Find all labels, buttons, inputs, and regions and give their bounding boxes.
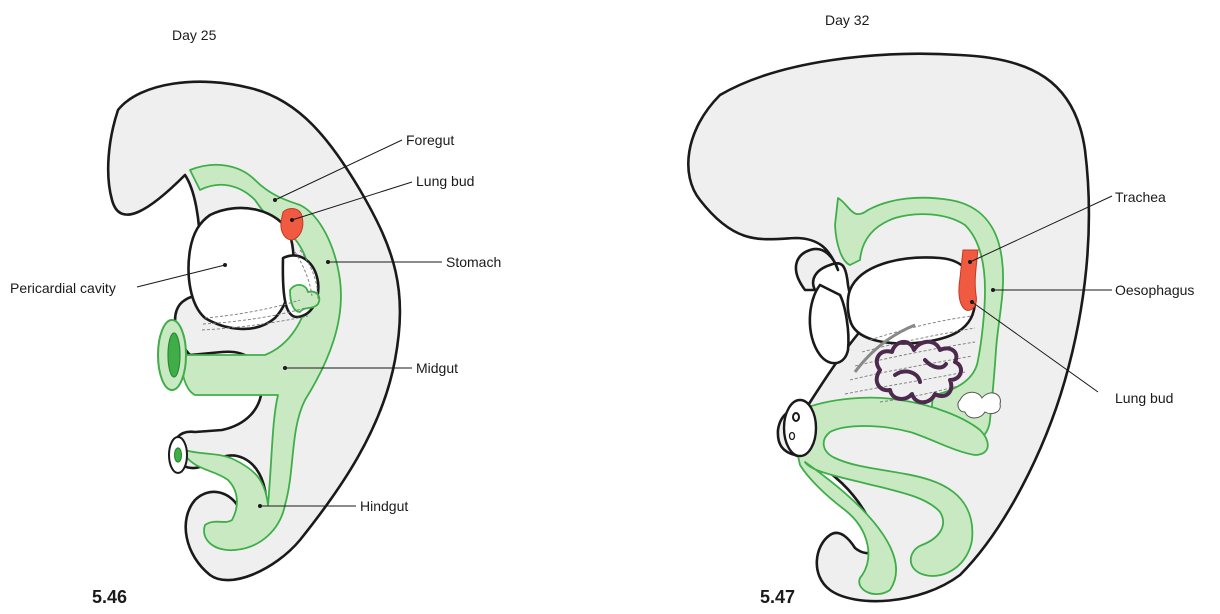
svg-text:Midgut: Midgut (416, 360, 458, 376)
figure-number-5-46: 5.46 (92, 587, 127, 607)
figure-5-46: Day 25 Foregut (10, 27, 501, 607)
allantois-lumen (175, 448, 182, 462)
umbilical-stump (784, 400, 816, 456)
svg-text:Hindgut: Hindgut (360, 498, 408, 514)
figure-number-5-47: 5.47 (760, 587, 795, 607)
pericardial-cavity (189, 208, 294, 329)
vitelline-duct-lumen (168, 333, 180, 377)
svg-text:Lung bud: Lung bud (1115, 390, 1173, 406)
heart-loop (810, 285, 849, 363)
trachea-lung-bud-day32 (959, 250, 978, 310)
svg-text:Stomach: Stomach (446, 254, 501, 270)
svg-text:Foregut: Foregut (406, 132, 454, 148)
figure-5-47: Day 32 (688, 12, 1194, 607)
svg-text:Trachea: Trachea (1115, 189, 1166, 205)
pericardial-cavity-day32 (848, 257, 975, 343)
svg-text:Oesophagus: Oesophagus (1115, 282, 1194, 298)
svg-text:Pericardial cavity: Pericardial cavity (10, 280, 116, 296)
lung-bud-day25 (281, 209, 303, 240)
day-32-label: Day 32 (825, 12, 870, 28)
svg-text:Lung bud: Lung bud (416, 173, 474, 189)
day-25-label: Day 25 (172, 27, 217, 43)
